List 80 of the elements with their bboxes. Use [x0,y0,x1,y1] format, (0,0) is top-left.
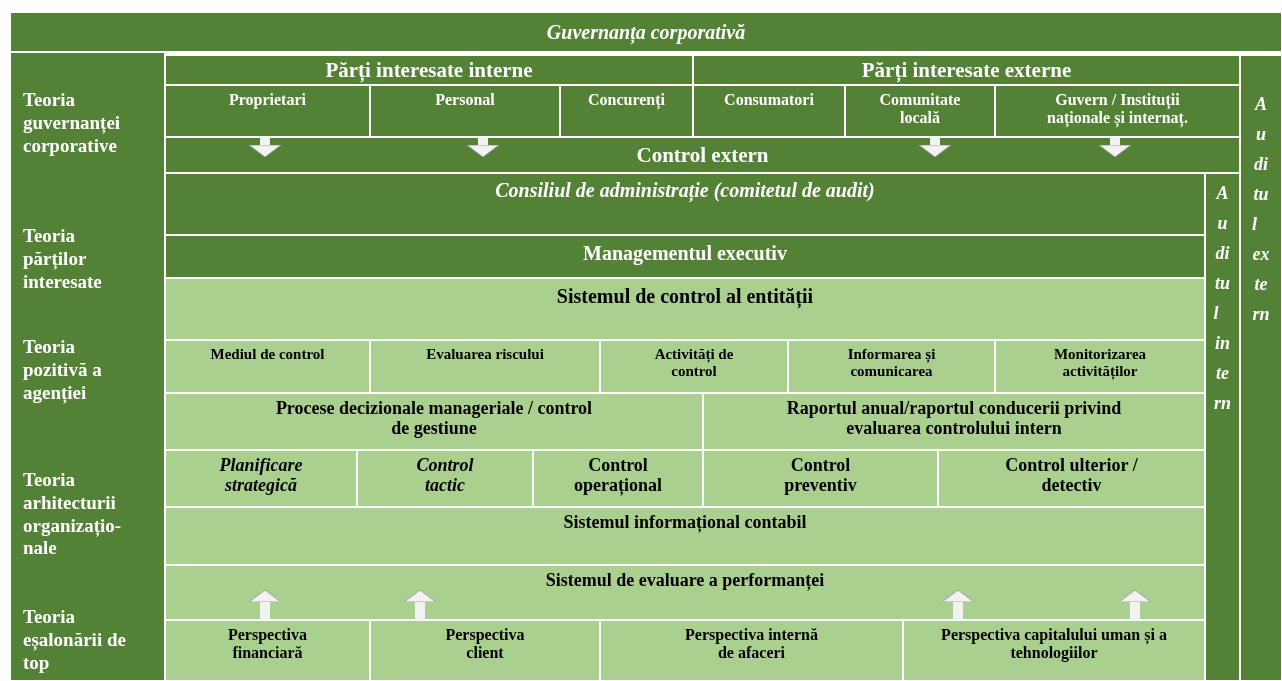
block-arrow [1098,137,1132,158]
label: Sistemul de control al entității [555,285,815,307]
label: Control operațional [573,456,663,496]
label: Control ulterior / detectiv [1004,456,1139,496]
component-panel [165,340,370,393]
label: Teoria arhitecturii organizațio-nale [23,469,123,561]
title-band [10,12,1282,52]
label: Consiliul de administrație (comitetul de audit) [494,179,876,201]
control-type-panel [533,450,703,507]
label: Personal [434,91,496,109]
board-band [165,173,1205,235]
control-type-panel [357,450,533,507]
label: Consumatori [723,91,815,109]
stakeholder-panel [845,85,995,137]
label: Control tactic [415,456,475,496]
label: Informarea și comunicarea [846,346,937,379]
label: Sistemul de evaluare a performanței [544,571,826,591]
stakeholder-panel [995,85,1240,137]
perspective-panel [165,620,370,681]
label: Raportul anual/raportul conducerii privind evaluarea controlului intern [785,399,1123,439]
vertical-label: Auditul extern [1252,93,1270,326]
control-band [165,137,1240,173]
label: Teoria eșalonării de top [23,606,127,675]
control-type-panel [938,450,1205,507]
vertical-label: Auditul intern [1213,182,1232,415]
header-band [693,55,1240,85]
audit-column [1240,55,1282,681]
label: Control preventiv [783,456,858,496]
evaluation-band [165,565,1205,620]
information-band [165,507,1205,565]
block-arrow [941,589,975,620]
label: Perspectiva client [444,626,526,662]
label: Control extern [635,144,770,168]
audit-column [1205,173,1240,681]
label: Concurenți [586,91,666,109]
label: Planificare strategică [218,456,304,496]
block-arrow [918,137,952,158]
component-panel [788,340,995,393]
label: Evaluarea riscului [425,346,545,363]
control-type-panel [165,450,357,507]
stakeholder-panel [560,85,693,137]
block-arrow [1118,589,1152,620]
label: Mediul de control [209,346,326,363]
block-arrow [248,589,282,620]
stakeholder-panel [165,85,370,137]
block-arrow [248,137,282,158]
stakeholder-panel [693,85,845,137]
perspective-panel [370,620,600,681]
component-panel [370,340,600,393]
title: Guvernanța corporativă [545,21,747,43]
label: Perspectiva financiară [226,626,309,662]
label: Teoria guvernanței corporative [23,89,122,158]
label: Perspectiva capitalului uman și a tehnologiilor [940,626,1168,662]
component-panel [600,340,788,393]
component-panel [995,340,1205,393]
label: Teoria pozitivă a agenției [23,336,103,405]
block-arrow [403,589,437,620]
label: Proprietari [228,91,307,109]
label: Managementul executiv [582,242,788,264]
label: Părți interesate externe [860,59,1073,83]
label: Activități de control [653,346,735,379]
label: Comunitate locală [878,91,962,127]
management-band [165,235,1205,278]
perspective-panel [903,620,1205,681]
perspective-panel [600,620,903,681]
label: Părți interesate interne [324,59,534,83]
label: Teoria părților interesate [23,225,103,294]
label: Guvern / Instituții naționale și internaț. [1046,91,1189,127]
header-band [165,55,693,85]
system-band [165,278,1205,340]
label: Sistemul informațional contabil [562,513,808,533]
label: Procese decizionale manageriale / control de gestiune [274,399,594,439]
process-panel [165,393,703,450]
label: Perspectiva internă de afaceri [684,626,819,662]
block-arrow [466,137,500,158]
report-panel [703,393,1205,450]
label: Monitorizarea activităților [1052,346,1148,379]
theory-column [10,52,165,681]
stakeholder-panel [370,85,560,137]
control-type-panel [703,450,938,507]
